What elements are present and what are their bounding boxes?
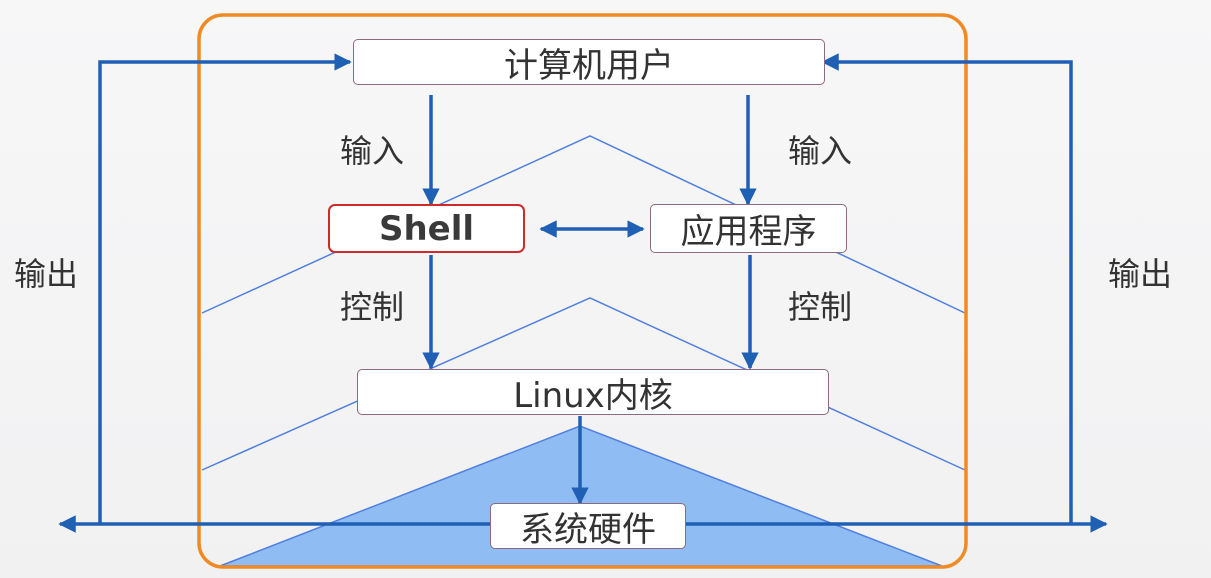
arrow-output-left-loop (98, 53, 352, 524)
node-shell: Shell (328, 204, 525, 253)
node-system-hardware: 系统硬件 (490, 503, 686, 550)
system-frame (197, 13, 968, 569)
node-computer-user: 计算机用户 (353, 39, 825, 86)
chevron-line-upper (201, 135, 966, 314)
label-output-left: 输出 (14, 255, 79, 293)
node-shell-label: Shell (378, 208, 475, 249)
label-control-left: 控制 (340, 288, 405, 326)
label-input-right: 输入 (788, 132, 853, 170)
label-input-left: 输入 (340, 132, 405, 170)
arrow-output-right-loop (821, 53, 1073, 524)
label-output-right: 输出 (1108, 255, 1173, 293)
node-computer-user-label: 计算机用户 (504, 45, 674, 86)
node-linux-kernel-label: Linux内核 (513, 375, 673, 416)
label-control-right: 控制 (788, 288, 853, 326)
node-system-hardware-label: 系统硬件 (520, 509, 656, 550)
node-linux-kernel: Linux内核 (357, 369, 829, 416)
chevron-line-lower (201, 297, 966, 471)
node-application: 应用程序 (650, 204, 847, 253)
node-application-label: 应用程序 (680, 212, 817, 252)
